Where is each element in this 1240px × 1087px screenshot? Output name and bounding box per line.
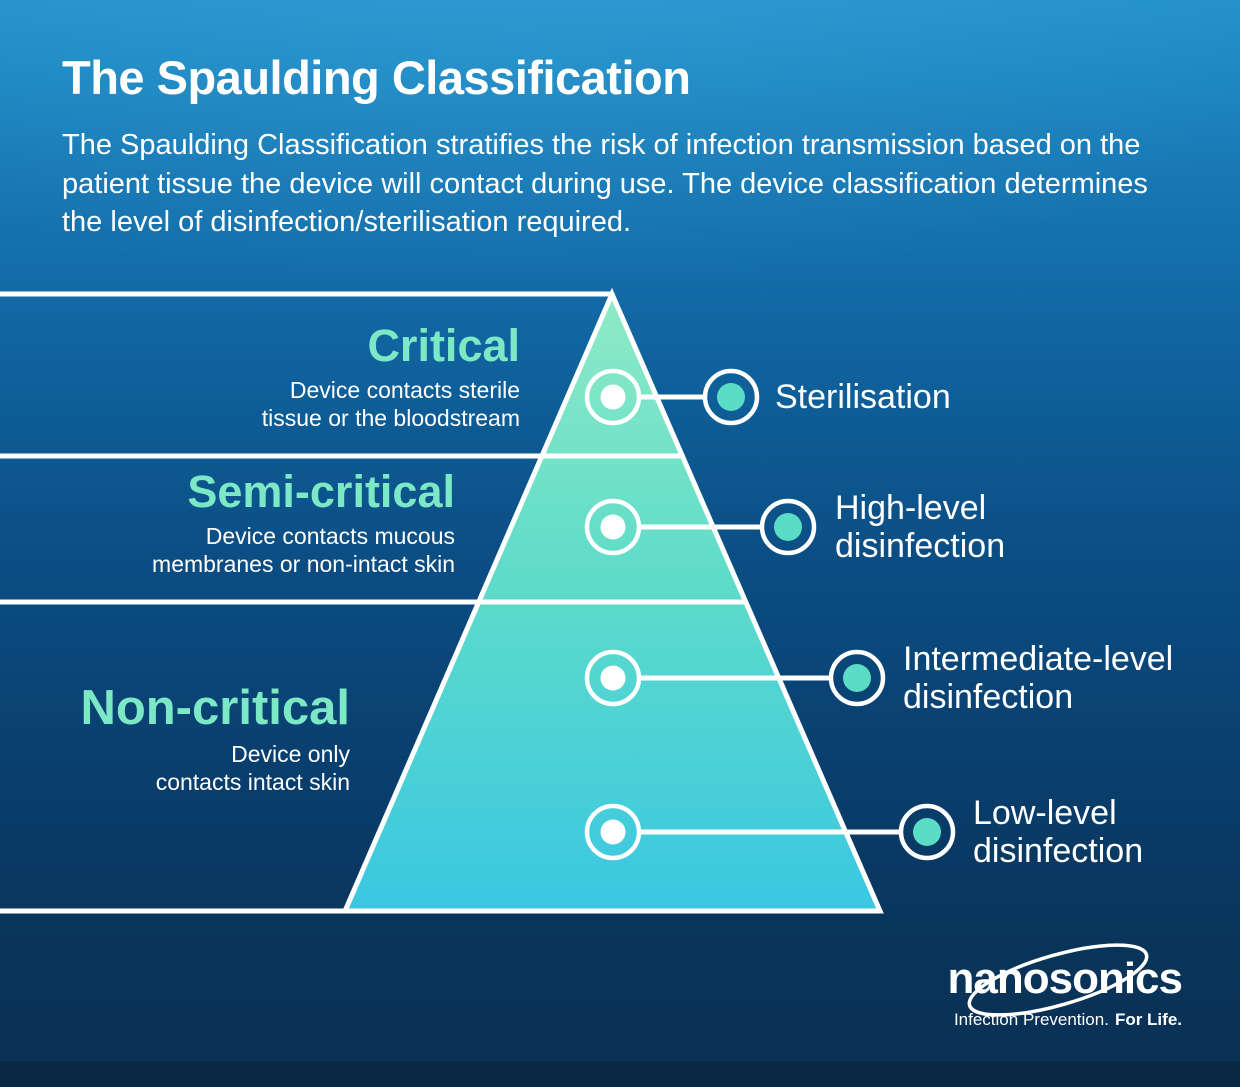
level-desc-line: membranes or non-intact skin	[152, 550, 455, 577]
pyramid-node-dot	[600, 514, 626, 540]
brand-block: nanosonics Infection Prevention. For Life…	[947, 943, 1183, 1030]
label-node-ring	[828, 649, 886, 707]
treatment-line: Intermediate-level	[903, 640, 1174, 678]
pyramid-node-dot	[600, 665, 626, 691]
node-critical-sterilisation	[584, 368, 760, 426]
treatment-label-intermediate-level: Intermediate-level disinfection	[903, 640, 1173, 716]
level-label-non-critical: Non-critical Device only contacts intact…	[80, 680, 350, 796]
pyramid-node-ring	[584, 368, 642, 426]
treatment-line: disinfection	[973, 832, 1144, 870]
level-name-semi-critical: Semi-critical	[187, 466, 455, 517]
level-desc-line: tissue or the bloodstream	[261, 404, 520, 431]
page-title: The Spaulding Classification	[62, 51, 691, 104]
brand-tagline: Infection Prevention. For Life.	[948, 1010, 1182, 1030]
pyramid-node-dot	[600, 384, 626, 410]
label-node-ring	[702, 368, 760, 426]
pyramid-node-ring	[584, 498, 642, 556]
label-node-dot	[717, 383, 745, 411]
label-node-ring	[898, 803, 956, 861]
footer-bar	[0, 1061, 1240, 1087]
treatment-label-high-level: High-level disinfection	[835, 489, 1005, 565]
level-desc-line: Device contacts mucous	[205, 523, 455, 549]
level-desc-semi-critical: Device contacts mucous membranes or non-…	[152, 523, 455, 578]
logo-wordmark: nanosonics	[947, 954, 1183, 1003]
treatment-label-sterilisation: Sterilisation	[775, 378, 951, 416]
node-non-critical-low	[584, 803, 956, 861]
pyramid-node-ring	[584, 803, 642, 861]
nanosonics-logo: nanosonics	[947, 943, 1183, 1017]
node-semi-critical-high-level	[584, 498, 817, 556]
treatment-label-low-level: Low-level disinfection	[973, 794, 1143, 870]
level-desc-non-critical: Device only contacts intact skin	[80, 741, 350, 796]
node-non-critical-intermediate	[584, 649, 886, 707]
label-node-dot	[913, 818, 941, 846]
treatment-line: Sterilisation	[775, 378, 951, 416]
level-desc-line: Device contacts sterile	[289, 377, 520, 403]
level-name-critical: Critical	[367, 320, 520, 371]
level-label-semi-critical: Semi-critical Device contacts mucous mem…	[152, 466, 455, 578]
label-node-dot	[843, 664, 871, 692]
tagline-regular: Infection Prevention.	[953, 1010, 1109, 1029]
treatment-line: High-level	[835, 489, 987, 527]
intro-paragraph: The Spaulding Classification stratifies …	[62, 129, 1148, 239]
pyramid-node-dot	[600, 819, 626, 845]
label-node-dot	[774, 513, 802, 541]
treatment-line: Low-level	[973, 794, 1117, 832]
label-node-ring	[759, 498, 817, 556]
level-label-critical: Critical Device contacts sterile tissue …	[262, 320, 520, 432]
level-name-non-critical: Non-critical	[80, 681, 350, 735]
treatment-line: disinfection	[903, 678, 1074, 716]
pyramid-node-ring	[584, 649, 642, 707]
level-desc-line: Device only	[231, 741, 350, 767]
level-desc-critical: Device contacts sterile tissue or the bl…	[262, 377, 520, 432]
level-desc-line: contacts intact skin	[155, 768, 350, 795]
treatment-line: disinfection	[835, 527, 1006, 565]
tagline-bold: For Life.	[1114, 1010, 1182, 1029]
